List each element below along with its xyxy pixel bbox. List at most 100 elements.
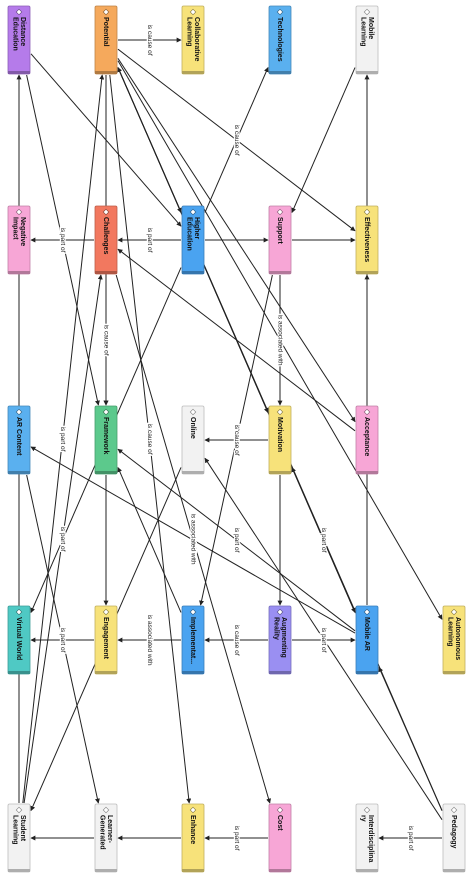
diamond-icon [15,806,23,814]
node-label-text: Virtual World [15,617,22,660]
edge-label-mobilear-to-motivation: is part of [319,526,329,554]
edge-label-text: is part of [59,228,66,253]
edge-label-challenges-to-framework: is cause of [101,323,111,357]
node-label-text: Potential [102,17,109,47]
node-challenges[interactable]: Challenges [94,205,118,275]
node-label-text: Student [19,815,26,842]
diamond-icon [189,208,197,216]
node-acceptance[interactable]: Acceptance [355,405,379,475]
node-virtualworld[interactable]: Virtual World [7,605,31,675]
edge-label-cost-to-enhance: is part of [232,824,242,852]
node-label: Engagement [102,608,110,660]
node-bottom-strip [182,471,204,474]
node-label-text: Mobile AR [363,617,370,651]
edge-pedagogy-to-online [204,457,443,820]
node-label-text: Impact [11,217,18,240]
node-bottom-strip [443,671,465,674]
node-label-text: Reality [272,617,279,640]
diamond-icon [189,408,197,416]
node-learnergen[interactable]: Learner-Generated [94,803,118,873]
node-bottom-strip [8,869,30,872]
node-framework[interactable]: Framework [94,405,118,475]
edge-label-engagement-to-virtualworld: is part of [58,626,68,654]
node-support[interactable]: Support [268,205,292,275]
diamond-icon [102,806,110,814]
node-label-text: Learner- [106,815,113,844]
node-bottom-strip [95,471,117,474]
node-bottom-strip [95,869,117,872]
node-bottom-strip [443,869,465,872]
node-label-text: Learning [185,17,192,47]
edge-label-text: is cause of [146,24,153,55]
edge-label-text: is cause of [233,624,240,655]
node-implementation[interactable]: Implementat... [181,605,205,675]
edge-potential-to-enhance [109,74,192,804]
node-pedagogy[interactable]: Pedagogy [442,803,466,873]
node-cost[interactable]: Cost [268,803,292,873]
edge-potential-to-effectiveness [117,48,356,232]
diamond-icon [276,8,284,16]
node-label: Pedagogy [450,806,458,849]
node-online[interactable]: Online [181,405,205,475]
edge-label-text: is cause of [233,424,240,455]
node-arcontent[interactable]: AR Content [7,405,31,475]
node-bottom-strip [8,471,30,474]
node-effectiveness[interactable]: Effectiveness [355,205,379,275]
node-label-text: Collaborative [193,17,200,61]
node-label-text: Online [189,417,196,439]
node-enhance[interactable]: Enhance [181,803,205,873]
node-label: Learner-Generated [98,806,113,850]
node-label: Implementat... [189,608,197,664]
edge-label-challenges-to-cost: is associated with [188,512,198,566]
edge-label-implementation-to-engagement: is associated with [145,613,155,667]
edge-student-to-potential [22,74,105,804]
node-label-text: Negative [19,217,26,246]
node-bottom-strip [269,271,291,274]
node-bottom-strip [356,471,378,474]
diamond-icon [276,408,284,416]
node-technologies[interactable]: Technologies [268,5,292,75]
node-motivation[interactable]: Motivation [268,405,292,475]
node-label-text: Autonomous [454,617,461,660]
edge-label-support-to-motivation: is associated with [275,313,285,367]
node-bottom-strip [8,271,30,274]
node-label: Acceptance [363,408,371,456]
node-bottom-strip [95,671,117,674]
node-label-text: Pedagogy [450,815,457,849]
node-engagement[interactable]: Engagement [94,605,118,675]
node-potential[interactable]: Potential [94,5,118,75]
edge-label-text: is cause of [102,324,109,355]
edge-potential-to-autonomous [117,60,443,620]
node-mobilear[interactable]: Mobile AR [355,605,379,675]
edge-label-text: is part of [189,528,196,553]
node-label-text: Augmenting [280,617,287,658]
edge-label-text: is part of [233,528,240,553]
node-label: Challenges [102,208,110,254]
edges-layer [16,37,443,841]
node-bottom-strip [95,271,117,274]
edge-label-challenges-to-negative: is part of [58,226,68,254]
node-label-text: Learning [446,617,453,647]
node-label-text: AR Content [15,417,22,456]
node-label-text: Support [276,217,283,244]
edge-label-mobilear-to-framework: is part of [232,526,242,554]
node-label-text: Technologies [276,17,283,62]
node-label: AR Content [15,408,23,456]
diamond-icon [102,408,110,416]
node-label-text: Interdisciplina [367,815,374,863]
diamond-icon [276,806,284,814]
node-label-text: Engagement [102,617,109,660]
